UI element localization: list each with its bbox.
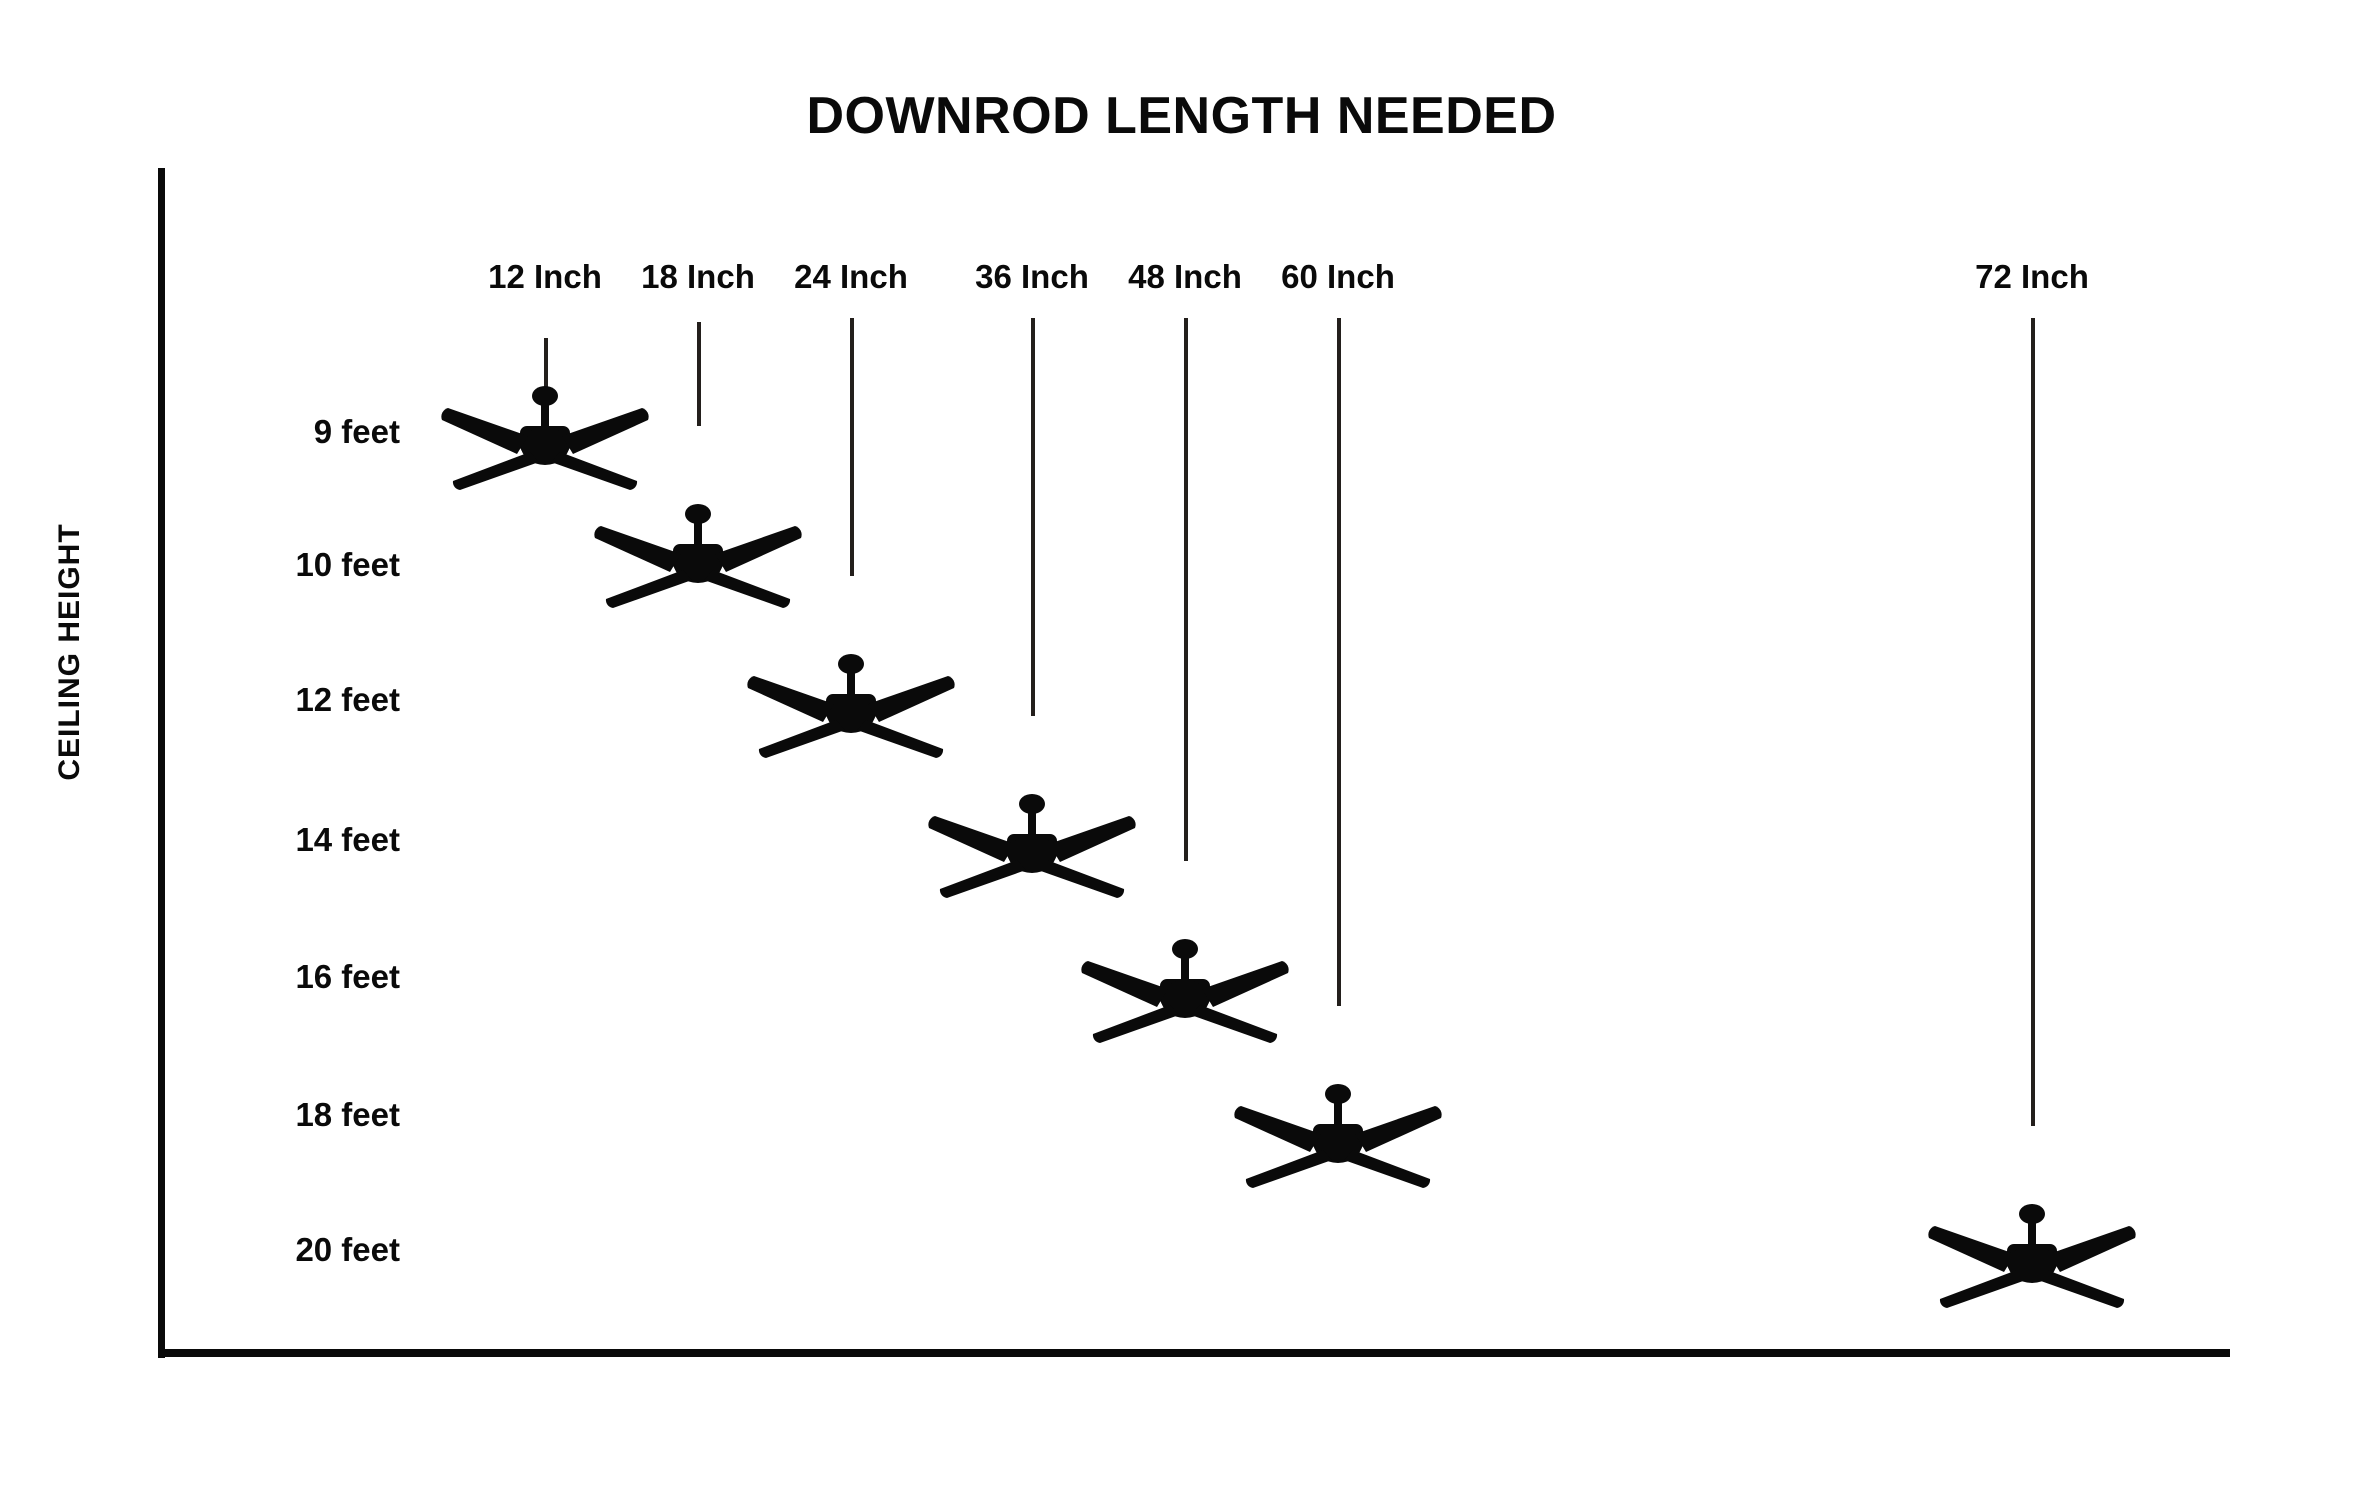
downrod-12-inch xyxy=(544,338,548,408)
fan-column-36-inch[interactable]: 36 Inch xyxy=(882,0,1182,1500)
column-label-24-inch: 24 Inch xyxy=(794,258,908,295)
y-tick-label-18ft: 18 feet xyxy=(295,1096,400,1133)
column-label-72-inch: 72 Inch xyxy=(1975,258,2089,295)
column-label-60-inch: 60 Inch xyxy=(1281,258,1395,295)
ceiling-fan-icon-36-inch xyxy=(928,794,1136,898)
column-label-36-inch: 36 Inch xyxy=(975,258,1089,295)
downrod-24-inch xyxy=(850,318,854,576)
fan-column-12-inch[interactable]: 12 Inch xyxy=(395,0,695,1500)
ceiling-fan-icon-24-inch xyxy=(747,654,955,758)
downrod-72-inch xyxy=(2031,318,2035,1126)
fan-column-18-inch[interactable]: 18 Inch xyxy=(548,0,848,1500)
chart-title: DOWNROD LENGTH NEEDED xyxy=(806,87,1557,145)
fan-column-60-inch[interactable]: 60 Inch xyxy=(1188,0,1488,1500)
y-tick-label-10ft: 10 feet xyxy=(295,546,400,583)
downrod-18-inch xyxy=(697,322,701,426)
fan-column-72-inch[interactable]: 72 Inch xyxy=(1882,0,2182,1500)
ceiling-fan-icon-12-inch xyxy=(441,386,649,490)
downrod-60-inch xyxy=(1337,318,1341,1006)
y-axis-title: CEILING HEIGHT xyxy=(53,523,86,781)
column-label-48-inch: 48 Inch xyxy=(1128,258,1242,295)
y-axis-tick-labels: 9 feet 10 feet 12 feet 14 feet 16 feet 1… xyxy=(170,0,400,1500)
column-label-18-inch: 18 Inch xyxy=(641,258,755,295)
fan-column-24-inch[interactable]: 24 Inch xyxy=(701,0,1001,1500)
y-tick-label-20ft: 20 feet xyxy=(295,1231,400,1268)
ceiling-fan-icon-48-inch xyxy=(1081,939,1289,1043)
fan-column-48-inch[interactable]: 48 Inch xyxy=(1035,0,1335,1500)
y-tick-label-9ft: 9 feet xyxy=(313,413,400,450)
x-axis-line xyxy=(158,1349,2230,1357)
ceiling-fan-icon-60-inch xyxy=(1234,1084,1442,1188)
downrod-36-inch xyxy=(1031,318,1035,716)
y-tick-label-14ft: 14 feet xyxy=(295,821,400,858)
ceiling-fan-icon-18-inch xyxy=(594,504,802,608)
column-label-12-inch: 12 Inch xyxy=(488,258,602,295)
ceiling-fan-icon-72-inch xyxy=(1928,1204,2136,1308)
y-tick-label-16ft: 16 feet xyxy=(295,958,400,995)
y-tick-label-12ft: 12 feet xyxy=(295,681,400,718)
downrod-48-inch xyxy=(1184,318,1188,861)
y-axis-line xyxy=(158,168,165,1358)
